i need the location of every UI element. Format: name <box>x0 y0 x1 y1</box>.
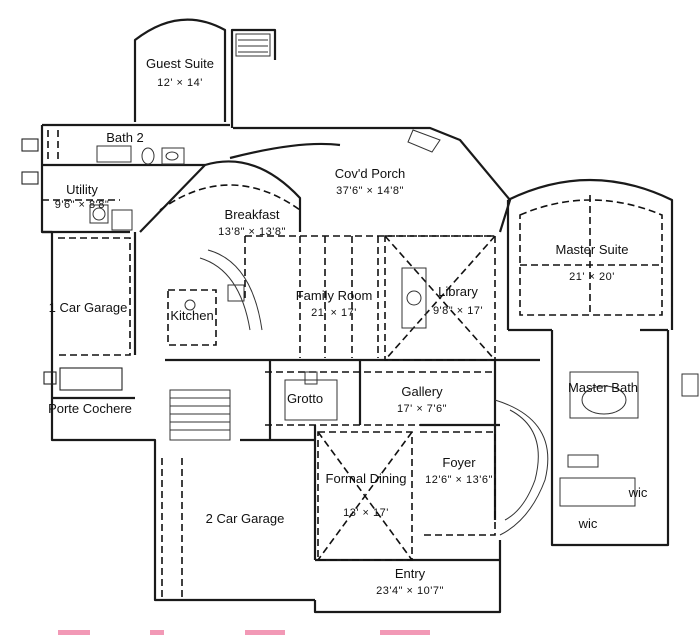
room-label-gallery: Gallery 17' × 7'6" <box>397 384 447 415</box>
room-label-master-suite: Master Suite 21' × 20' <box>556 242 629 283</box>
room-label-wic-1: wic <box>628 485 648 500</box>
svg-text:Cov'd Porch: Cov'd Porch <box>335 166 405 181</box>
svg-text:Bath 2: Bath 2 <box>106 130 144 145</box>
room-label-library: Library 9'8" × 17' <box>433 284 483 317</box>
svg-text:23'4" × 10'7": 23'4" × 10'7" <box>376 585 444 597</box>
svg-text:wic: wic <box>628 485 648 500</box>
svg-text:wic: wic <box>578 516 598 531</box>
svg-text:Family Room: Family Room <box>296 288 373 303</box>
garage-posts <box>21 138 123 391</box>
room-label-entry: Entry 23'4" × 10'7" <box>376 566 444 597</box>
ceiling-dashes <box>42 130 663 598</box>
room-label-car-garage-2: 2 Car Garage <box>206 511 285 526</box>
room-label-formal-dining: Formal Dining 13' × 17' <box>326 471 407 519</box>
svg-text:Library: Library <box>438 284 478 299</box>
svg-text:Utility: Utility <box>66 182 98 197</box>
svg-text:Grotto: Grotto <box>287 391 323 406</box>
room-label-grotto: Grotto <box>287 391 323 406</box>
room-label-kitchen: Kitchen <box>170 308 213 323</box>
svg-text:Foyer: Foyer <box>442 455 476 470</box>
room-label-covd-porch: Cov'd Porch 37'6" × 14'8" <box>335 166 405 197</box>
svg-text:Entry: Entry <box>395 566 426 581</box>
room-label-wic-2: wic <box>578 516 598 531</box>
svg-text:17' × 7'6": 17' × 7'6" <box>397 403 447 415</box>
svg-text:1 Car Garage: 1 Car Garage <box>49 300 128 315</box>
room-label-bath-2: Bath 2 <box>106 130 144 145</box>
svg-text:21' × 17': 21' × 17' <box>311 307 357 319</box>
svg-text:Master Bath: Master Bath <box>568 380 638 395</box>
svg-text:9'8" × 17': 9'8" × 17' <box>433 305 483 317</box>
svg-text:37'6" × 14'8": 37'6" × 14'8" <box>336 185 404 197</box>
faded-annotation <box>58 630 430 635</box>
svg-text:13'8" × 13'8": 13'8" × 13'8" <box>218 226 286 238</box>
svg-text:Porte Cochere: Porte Cochere <box>48 401 132 416</box>
svg-text:Formal Dining: Formal Dining <box>326 471 407 486</box>
room-label-guest-suite: Guest Suite 12' × 14' <box>146 56 214 89</box>
svg-text:12' × 14': 12' × 14' <box>157 77 203 89</box>
svg-text:Gallery: Gallery <box>401 384 443 399</box>
svg-text:Guest Suite: Guest Suite <box>146 56 214 71</box>
svg-text:Master Suite: Master Suite <box>556 242 629 257</box>
room-label-porte-cochere: Porte Cochere <box>48 401 132 416</box>
svg-text:Breakfast: Breakfast <box>225 207 280 222</box>
fixtures <box>89 33 699 536</box>
room-label-car-garage-1: 1 Car Garage <box>49 300 128 315</box>
room-label-utility: Utility 9'6" × 8'8" <box>55 182 110 211</box>
room-label-family-room: Family Room 21' × 17' <box>296 288 373 319</box>
svg-text:Kitchen: Kitchen <box>170 308 213 323</box>
svg-text:2 Car Garage: 2 Car Garage <box>206 511 285 526</box>
svg-text:12'6" × 13'6": 12'6" × 13'6" <box>425 474 493 486</box>
room-label-foyer: Foyer 12'6" × 13'6" <box>425 455 493 486</box>
svg-text:21' × 20': 21' × 20' <box>569 271 615 283</box>
room-label-master-bath: Master Bath <box>568 380 638 395</box>
room-label-breakfast: Breakfast 13'8" × 13'8" <box>218 207 286 238</box>
svg-text:9'6" × 8'8": 9'6" × 8'8" <box>55 199 110 211</box>
svg-text:13' × 17': 13' × 17' <box>343 507 389 519</box>
